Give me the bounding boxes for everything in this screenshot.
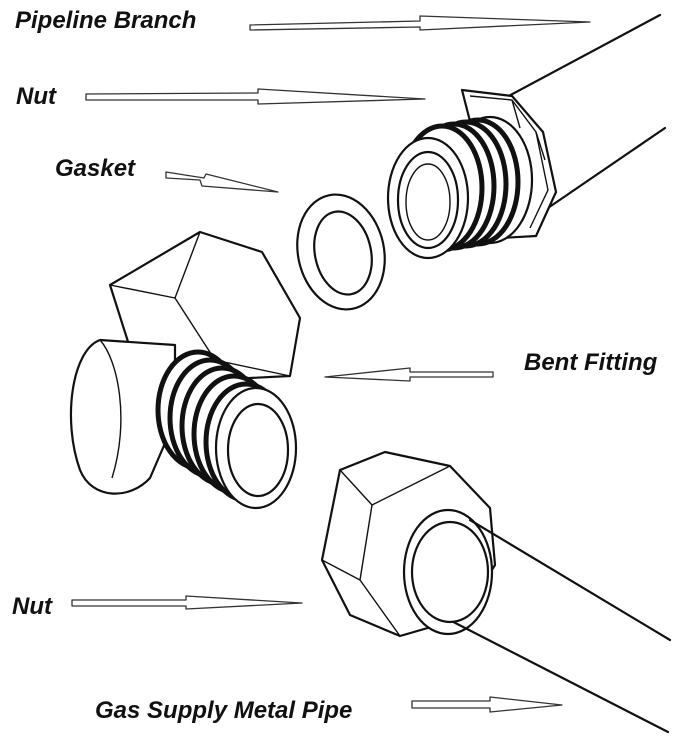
pipeline-branch-threads xyxy=(386,117,521,260)
gas-supply-pipe xyxy=(410,518,672,734)
arrow-nut-top xyxy=(85,88,426,105)
arrow-bent-fitting xyxy=(324,367,494,382)
label-pipeline-branch: Pipeline Branch xyxy=(15,7,196,34)
label-nut-bottom: Nut xyxy=(12,593,53,620)
arrow-gasket xyxy=(165,171,279,193)
label-bent-fitting: Bent Fitting xyxy=(524,349,658,376)
label-nut-top: Nut xyxy=(16,83,57,110)
arrow-nut-bottom xyxy=(71,595,303,610)
label-gasket: Gasket xyxy=(55,155,136,182)
arrow-gas-supply-pipe xyxy=(411,696,563,713)
gasket-ring xyxy=(296,193,386,311)
pipeline-branch-pipe xyxy=(503,13,667,212)
label-gas-supply-pipe: Gas Supply Metal Pipe xyxy=(95,697,352,724)
bent-fitting xyxy=(69,230,302,510)
arrow-pipeline-branch xyxy=(249,15,591,31)
